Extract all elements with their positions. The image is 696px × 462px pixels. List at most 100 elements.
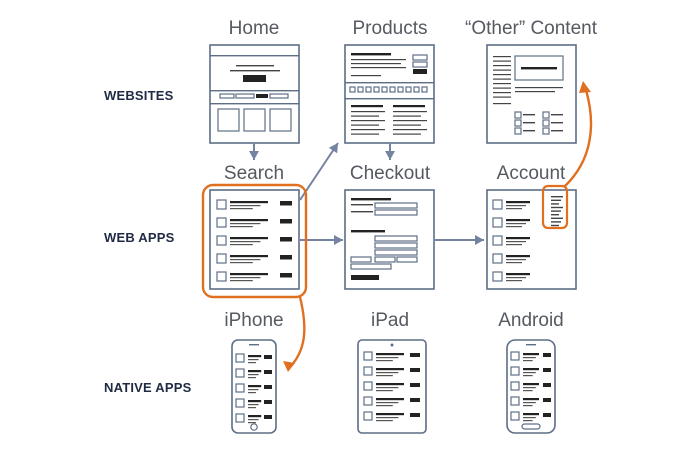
account-frame xyxy=(486,189,577,290)
list-text-line xyxy=(376,372,399,374)
products-col-line xyxy=(351,133,379,135)
list-title-line xyxy=(248,385,262,388)
account-highlight xyxy=(541,184,569,230)
checkout-label-line xyxy=(351,211,373,213)
home-hero-button xyxy=(243,75,266,82)
other-content-text-line xyxy=(515,87,563,89)
list-title-line xyxy=(248,370,262,373)
products-thumbnail xyxy=(349,86,356,93)
home-hero-line xyxy=(230,70,280,72)
list-thumbnail xyxy=(510,411,520,421)
products-field xyxy=(412,54,428,61)
list-thumbnail xyxy=(363,351,373,361)
iphone-wireframe-home-button xyxy=(250,423,258,431)
products-thumbnail xyxy=(373,86,380,93)
products-thumbnail xyxy=(389,86,396,93)
list-title-line xyxy=(523,368,539,371)
arrow-home-to-search xyxy=(249,143,259,160)
list-thumbnail xyxy=(235,353,245,363)
list-text-line xyxy=(230,226,253,228)
list-title-line xyxy=(376,398,404,401)
home-wireframe xyxy=(209,44,300,144)
account-list-title xyxy=(506,255,530,258)
list-text-line xyxy=(376,405,393,407)
list-text-line xyxy=(248,362,256,364)
products-divider xyxy=(345,82,434,84)
list-text-line xyxy=(376,387,399,389)
products-text-line xyxy=(351,59,406,61)
list-text-line xyxy=(230,277,261,279)
account-list-line xyxy=(506,223,526,225)
curve-account-to-other xyxy=(564,81,593,187)
home-divider xyxy=(210,90,299,92)
list-button xyxy=(280,219,292,224)
other-content-side-line xyxy=(493,65,511,67)
other-content-side-line xyxy=(493,103,511,105)
list-title-line xyxy=(376,353,404,356)
title-checkout: Checkout xyxy=(349,163,431,184)
arrow-shaft xyxy=(299,142,339,201)
products-thumbnail xyxy=(413,86,420,93)
ipad-wireframe xyxy=(357,339,427,434)
list-thumbnail xyxy=(510,366,520,376)
list-button xyxy=(410,383,420,387)
list-button xyxy=(543,398,551,402)
account-list-line xyxy=(506,262,522,264)
accent-curve xyxy=(564,89,593,187)
list-text-line xyxy=(230,241,261,243)
android-body xyxy=(506,339,556,434)
account-list-line xyxy=(506,205,526,207)
products-text-line xyxy=(351,63,401,65)
list-text-line xyxy=(376,420,393,422)
list-text-line xyxy=(523,420,533,422)
arrow-head xyxy=(328,143,338,154)
list-button xyxy=(543,413,551,417)
list-title-line xyxy=(230,273,268,276)
other-content-side-line xyxy=(493,87,511,89)
list-text-line xyxy=(523,372,536,374)
list-thumbnail xyxy=(216,253,227,264)
products-col-line xyxy=(351,115,379,117)
arrow-head xyxy=(334,235,343,245)
arrow-search-to-products xyxy=(299,142,339,201)
list-title-line xyxy=(523,353,539,356)
home-header-divider xyxy=(210,55,299,57)
list-button xyxy=(543,368,551,372)
list-button xyxy=(264,415,272,419)
arrow-head xyxy=(385,151,395,160)
products-col-line xyxy=(351,120,385,122)
list-button xyxy=(280,255,292,260)
other-content-side-line xyxy=(493,60,511,62)
checkout-frame xyxy=(344,189,435,290)
android-home-button xyxy=(521,423,541,430)
list-thumbnail xyxy=(510,381,520,391)
arrow-head xyxy=(249,151,259,160)
products-field xyxy=(412,61,428,68)
list-text-line xyxy=(230,223,261,225)
list-text-line xyxy=(376,417,399,419)
checkout-wireframe xyxy=(344,189,435,290)
arrow-checkout-to-account xyxy=(434,235,484,245)
list-text-line xyxy=(523,387,536,389)
list-thumbnail xyxy=(510,351,520,361)
home-card xyxy=(217,108,240,132)
list-text-line xyxy=(230,205,261,207)
search-wireframe xyxy=(209,189,300,290)
other-content-side-line xyxy=(493,83,511,85)
account-list-line xyxy=(506,244,522,246)
list-text-line xyxy=(248,359,259,361)
account-sidebar-line xyxy=(551,199,561,201)
account-sidebar-line xyxy=(551,206,563,209)
products-col-title xyxy=(393,105,425,108)
products-col-title xyxy=(351,105,383,108)
list-button xyxy=(410,353,420,357)
products-button xyxy=(413,69,427,74)
checkout-field xyxy=(374,256,396,263)
list-text-line xyxy=(248,422,256,424)
products-title-line xyxy=(351,53,391,56)
checkout-label-line xyxy=(351,204,373,206)
other-content-image-caption xyxy=(521,67,557,70)
account-list-line xyxy=(506,226,522,228)
list-button xyxy=(264,385,272,389)
list-text-line xyxy=(248,419,259,421)
